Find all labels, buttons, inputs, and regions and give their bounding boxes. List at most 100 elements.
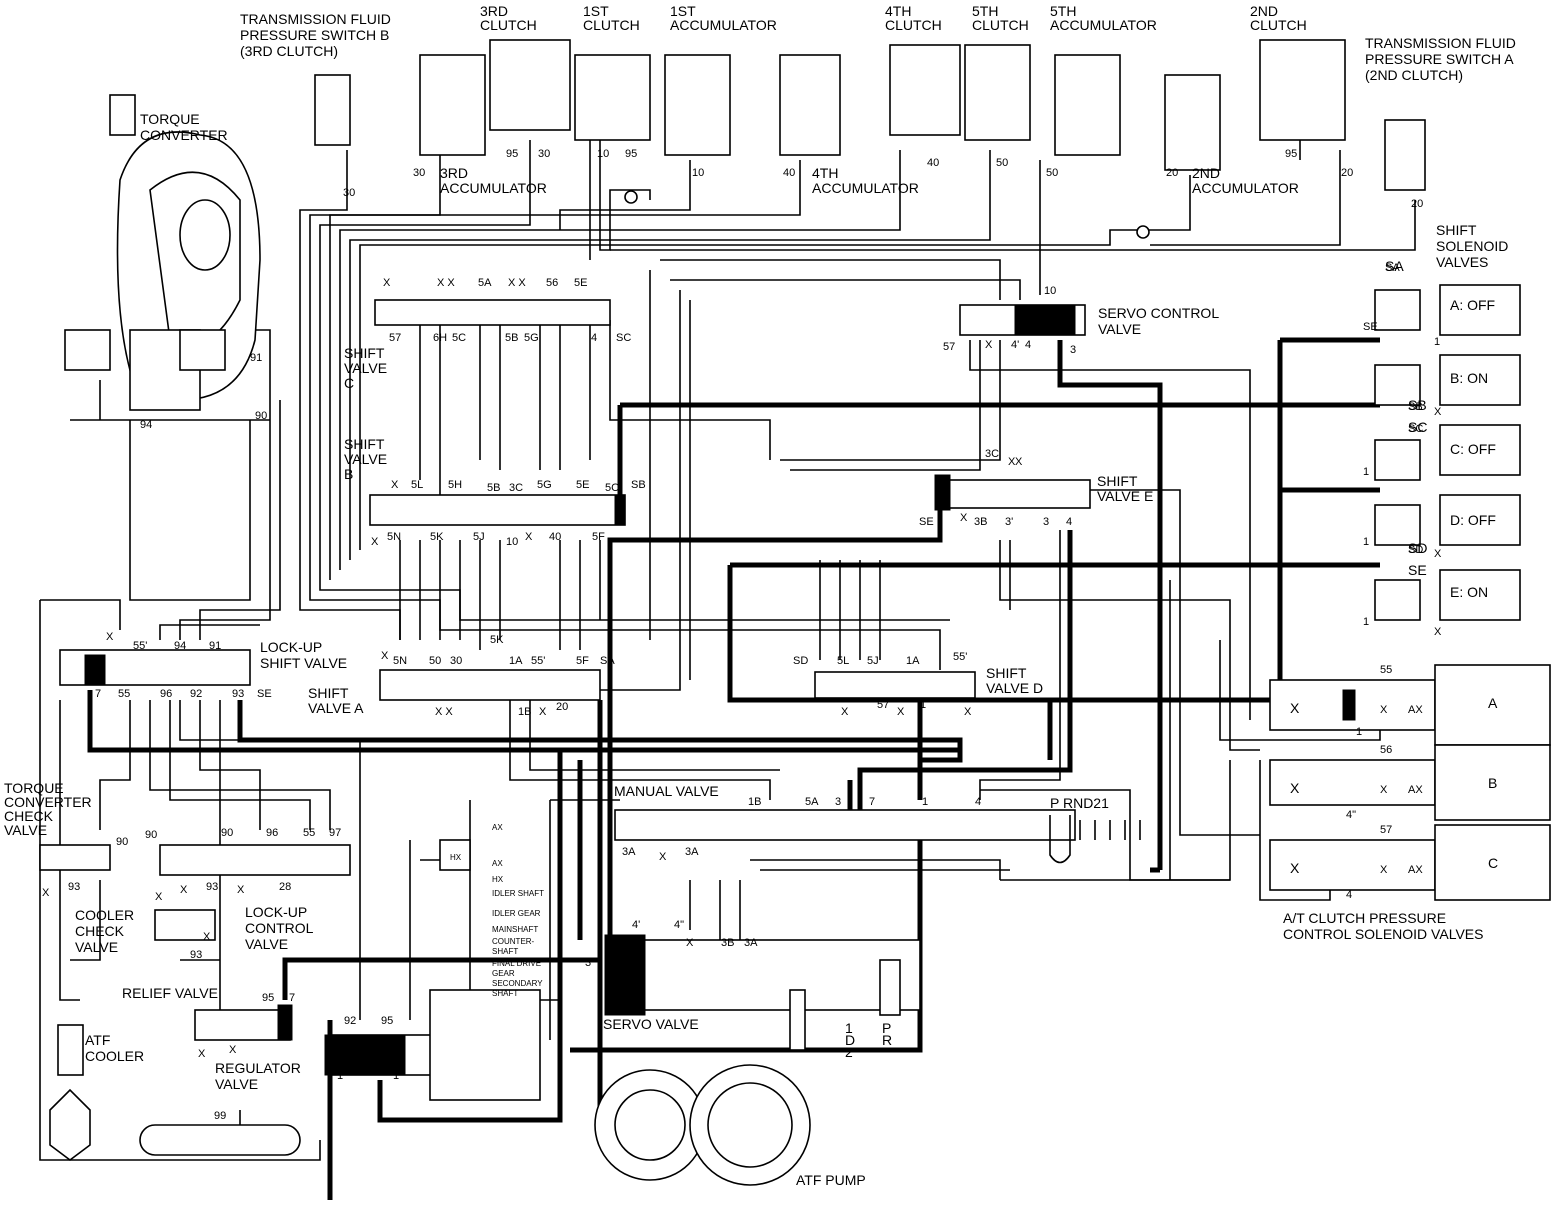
port-relief: X: [229, 1044, 237, 1056]
label-detent-pr: P: [882, 1020, 891, 1036]
pressure-control-solenoids: [1269, 664, 1551, 901]
port-shift-b-bot: X: [371, 536, 379, 548]
label-tfps-a: PRESSURE SWITCH A: [1365, 51, 1514, 67]
port-relief: 7: [289, 992, 295, 1004]
strainer: [139, 1124, 301, 1156]
label-shift-valve-a: SHIFT: [308, 685, 349, 701]
pcs-port: 55: [1380, 664, 1392, 676]
label-clutch-1st: 1ST: [583, 3, 609, 19]
label-cooler-check: CHECK: [75, 923, 125, 939]
port-shift-a-top: SA: [600, 655, 615, 667]
port-manual: 1: [922, 796, 928, 808]
label-shift-valve-b: B: [344, 466, 353, 482]
solenoid-tag: SE: [1408, 562, 1427, 578]
pcs-marker: X: [1290, 780, 1300, 796]
label-tfps-a: TRANSMISSION FLUID: [1365, 35, 1516, 51]
port-lockup: 7: [95, 688, 101, 700]
solenoid-tag: SC: [1408, 419, 1427, 435]
port-manual: 7: [869, 796, 875, 808]
port-lockup: SE: [257, 688, 272, 700]
port-lockup: 93: [232, 688, 244, 700]
label-lockup-control: LOCK-UP: [245, 904, 307, 920]
clutches-accumulators: [314, 39, 1426, 239]
port-shift-d: SD: [793, 655, 808, 667]
port-shift-c-mid: SC: [616, 332, 631, 344]
label-accum-2nd: ACCUMULATOR: [1192, 180, 1299, 196]
port-shift-a-top: 1A: [509, 655, 523, 667]
port-shift-c-mid: 6H: [433, 332, 447, 344]
port-shift-b-bot: X: [525, 531, 533, 543]
port-shift-b-bot: 5K: [430, 531, 444, 543]
port-shift-e: SE: [919, 516, 934, 528]
label-cooler-check: VALVE: [75, 939, 118, 955]
port-misc: 1: [1363, 536, 1369, 548]
solenoid-state: A: OFF: [1450, 297, 1495, 313]
label-accum-4th: 4TH: [812, 165, 838, 181]
pcs-box-b: [1434, 744, 1551, 821]
shaft-label: GEAR: [492, 969, 515, 978]
clutch-3rd: [489, 39, 571, 131]
port-shift-b-top: SB: [631, 479, 646, 491]
port-misc: 4": [1346, 809, 1356, 821]
port-top: 20: [1166, 167, 1178, 179]
label-accum-5th: ACCUMULATOR: [1050, 17, 1157, 33]
manual-positions: P RND21: [1050, 795, 1109, 811]
accumulator-5th: [1054, 54, 1121, 156]
port-shift-b-top: 3C: [509, 482, 523, 494]
cooler-check-valve: [154, 909, 216, 941]
port-misc: SC: [1408, 423, 1423, 435]
port-lower-left: X: [180, 884, 188, 896]
shift-valve-b-plug: [614, 494, 626, 526]
port-shift-d: X: [964, 706, 972, 718]
port-misc: 1: [1363, 616, 1369, 628]
label-lockup-control: VALVE: [245, 936, 288, 952]
port-lower-left: 96: [266, 827, 278, 839]
shift-valve-b: [369, 494, 626, 526]
pcs-marker: X: [1380, 784, 1388, 796]
pcs-marker: X: [1380, 864, 1388, 876]
port-top: 50: [1046, 167, 1058, 179]
label-torque-converter: CONVERTER: [140, 127, 228, 143]
port-misc: 99: [214, 1110, 226, 1122]
label-shift-valve-c: VALVE: [344, 360, 387, 376]
label-shift-valve-d: VALVE D: [986, 680, 1043, 696]
servo-valve: [609, 939, 921, 1011]
shift-solenoids: [1374, 284, 1521, 621]
port-shift-e: 3: [1043, 516, 1049, 528]
port-misc: 1: [1363, 466, 1369, 478]
port-shift-b-top: 5H: [448, 479, 462, 491]
port-shift-a-bot: 1B: [518, 706, 531, 718]
port-shift-b-bot: 40: [549, 531, 561, 543]
pcs-name: B: [1488, 775, 1497, 791]
port-lockup: X: [106, 631, 114, 643]
port-manual: 3: [835, 796, 841, 808]
label-clutch-5th: 5TH: [972, 3, 998, 19]
label-clutch-5th: CLUTCH: [972, 17, 1029, 33]
pcs-marker: X: [1290, 700, 1300, 716]
accumulator-4th: [779, 54, 841, 156]
port-top: 95: [625, 148, 637, 160]
port-shift-a-bot: 20: [556, 701, 568, 713]
label-servo-control: SERVO CONTROL: [1098, 305, 1219, 321]
port-lower-left: 55: [303, 827, 315, 839]
label-shift-valve-d: SHIFT: [986, 665, 1027, 681]
shaft-label: SECONDARY: [492, 979, 543, 988]
port-shift-c-top: X: [383, 277, 391, 289]
shaft-label: IDLER GEAR: [492, 909, 541, 918]
port-lower-left: X: [237, 884, 245, 896]
label-clutch-pcs: A/T CLUTCH PRESSURE: [1283, 910, 1446, 926]
port-shift-b-top: 5G: [537, 479, 552, 491]
label-tc-check: CONVERTER: [4, 794, 92, 810]
label-shift-solenoid: SHIFT: [1436, 222, 1477, 238]
port-lower-left: X: [155, 891, 163, 903]
label-lockup-shift: LOCK-UP: [260, 639, 322, 655]
port-lower-left: 28: [279, 881, 291, 893]
pcs-name: A: [1488, 695, 1498, 711]
label-tfps-b: (3RD CLUTCH): [240, 43, 338, 59]
port-lower-left: 93: [206, 881, 218, 893]
solenoid-box-e: [1439, 569, 1521, 621]
port-lower-left: 90: [145, 829, 157, 841]
label-atf-pump: ATF PUMP: [796, 1172, 866, 1188]
check-ball-2nd: [1136, 225, 1150, 239]
port-shift-e: 3C: [985, 448, 999, 460]
